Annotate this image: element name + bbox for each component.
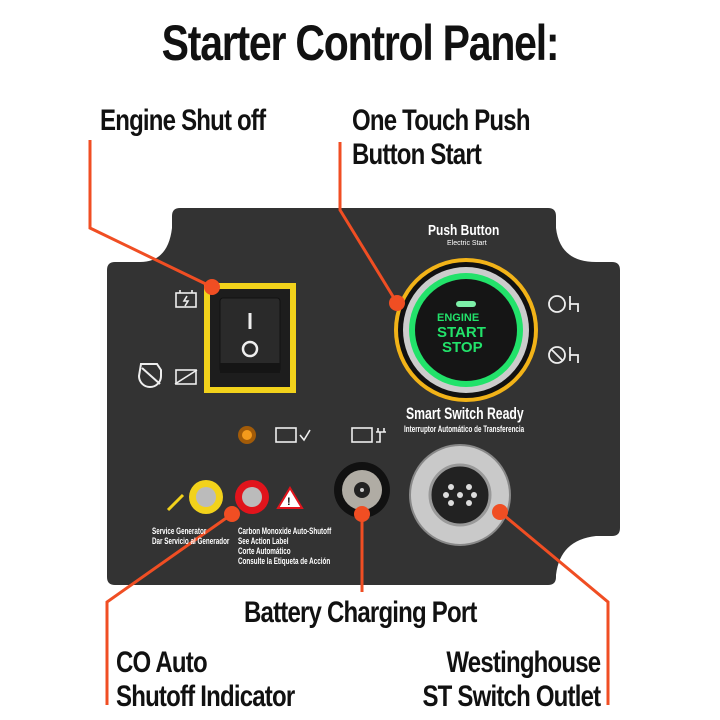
button-text-stop: STOP bbox=[442, 339, 483, 356]
svg-text:!: ! bbox=[287, 496, 291, 508]
push-button bbox=[415, 279, 517, 381]
wrench-icon bbox=[166, 493, 185, 512]
callout-lines bbox=[88, 140, 610, 705]
warning-icon: ! bbox=[276, 486, 304, 509]
button-text-engine: ENGINE bbox=[437, 312, 480, 324]
rocker-switch bbox=[219, 297, 281, 373]
push-button-subtitle: Electric Start bbox=[447, 240, 487, 247]
page-title: Starter Control Panel: bbox=[161, 15, 560, 71]
engine-off-icon bbox=[137, 363, 162, 388]
callout-battery-port: Battery Charging Port bbox=[244, 596, 477, 629]
smart-switch-title: Smart Switch Ready bbox=[406, 404, 524, 423]
battery-plug-icon bbox=[351, 427, 386, 443]
engine-stop-icon bbox=[548, 346, 579, 364]
push-button-title: Push Button bbox=[428, 222, 500, 239]
engine-start-icon bbox=[548, 295, 579, 313]
battery-charge-icon bbox=[175, 290, 197, 308]
callout-engine-shutoff: Engine Shut off bbox=[100, 104, 266, 137]
battery-ok-icon bbox=[275, 427, 311, 443]
battery-off-icon bbox=[174, 369, 198, 385]
smart-switch-subtitle: Interruptor Automático de Transferencia bbox=[404, 424, 525, 434]
button-text-start: START bbox=[437, 324, 486, 341]
